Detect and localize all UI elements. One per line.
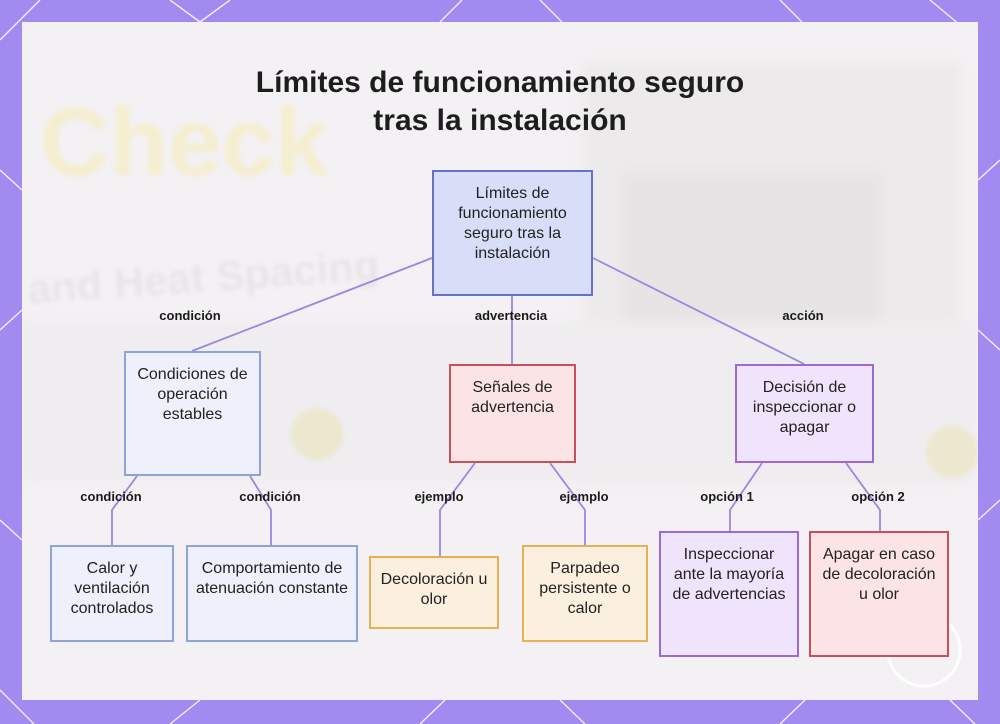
edge-label-decision-inspect: opción 1 — [700, 489, 753, 505]
node-decision-label: Decisión de inspeccionar o apagar — [737, 378, 872, 438]
edge-label-root-warning: advertencia — [475, 308, 547, 324]
node-heat-ventilation-label: Calor y ventilación controlados — [52, 559, 172, 619]
node-discoloration-label: Decoloración u olor — [371, 570, 497, 610]
node-stable-conditions: Condiciones de operación estables — [124, 351, 261, 476]
node-stable-conditions-label: Condiciones de operación estables — [126, 365, 259, 425]
node-inspect-label: Inspeccionar ante la mayoría de adverten… — [661, 545, 797, 605]
edge-label-warning-flicker: ejemplo — [559, 489, 608, 505]
node-warning-signs-label: Señales de advertencia — [451, 378, 574, 418]
edge-label-root-decision: acción — [782, 308, 823, 324]
node-discoloration: Decoloración u olor — [369, 556, 499, 629]
node-root-label: Límites de funcionamiento seguro tras la… — [434, 184, 591, 264]
edge-label-stable-heat: condición — [80, 489, 141, 505]
node-flicker-label: Parpadeo persistente o calor — [524, 559, 646, 619]
edge-label-root-stable: condición — [159, 308, 220, 324]
edge-label-warning-discoloration: ejemplo — [414, 489, 463, 505]
node-decision: Decisión de inspeccionar o apagar — [735, 364, 874, 463]
node-warning-signs: Señales de advertencia — [449, 364, 576, 463]
node-flicker: Parpadeo persistente o calor — [522, 545, 648, 642]
diagram-title-line-1: Límites de funcionamiento seguro — [0, 64, 1000, 102]
edge-label-decision-shutdown: opción 2 — [851, 489, 904, 505]
node-inspect: Inspeccionar ante la mayoría de adverten… — [659, 531, 799, 657]
node-dimming-behavior-label: Comportamiento de atenuación constante — [188, 559, 356, 599]
node-heat-ventilation: Calor y ventilación controlados — [50, 545, 174, 642]
node-shutdown-label: Apagar en caso de decoloración u olor — [811, 545, 947, 605]
diagram-title-line-2: tras la instalación — [0, 102, 1000, 140]
edge-label-stable-dimming: condición — [239, 489, 300, 505]
node-dimming-behavior: Comportamiento de atenuación constante — [186, 545, 358, 642]
node-shutdown: Apagar en caso de decoloración u olor — [809, 531, 949, 657]
node-root: Límites de funcionamiento seguro tras la… — [432, 170, 593, 296]
